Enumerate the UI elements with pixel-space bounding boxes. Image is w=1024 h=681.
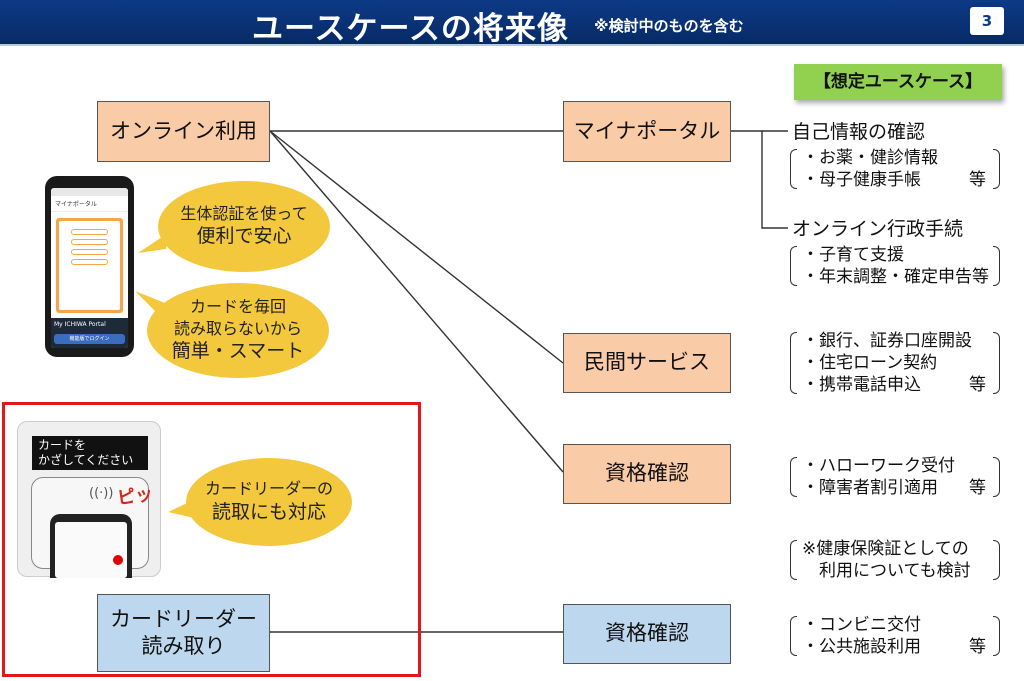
header-bar: ユースケースの将来像 ※検討中のものを含む 3	[0, 0, 1024, 47]
list-item: ・銀行、証券口座開設	[802, 331, 972, 351]
reader-support-line2: 読取にも対応	[211, 500, 326, 523]
eligibility-box-reader: 資格確認	[563, 604, 731, 664]
mynaportal-box: マイナポータル	[563, 101, 731, 162]
list-item: ・子育て支援	[802, 244, 904, 265]
card-reader-label-line2: 読み取り	[141, 634, 226, 658]
phone-screen: マイナポータル My ICHIWA Portal 機能版でログイン	[51, 188, 128, 348]
online-use-box: オンライン利用	[97, 101, 270, 162]
phone-login-text: My ICHIWA Portal	[54, 321, 106, 328]
list-item: ・ハローワーク受付	[802, 456, 955, 476]
biometric-bubble: 生体認証を使って便利で安心	[138, 181, 330, 272]
no-card-bubble: カードを毎回読み取らないから簡単・スマート	[135, 283, 329, 378]
card-reader-illustration: カードを かざしてください ((·))	[17, 421, 161, 578]
list-item: ・年末調整・確定申告等	[802, 266, 989, 287]
list-item: ・携帯電話申込等	[802, 375, 986, 396]
reader-uses-list: ・コンビニ交付 ・公共施設利用等	[790, 614, 1000, 658]
phone-app-title: マイナポータル	[51, 196, 128, 212]
card-reader-highlight-frame	[2, 402, 421, 677]
biometric-line1: 生体認証を使って	[180, 203, 308, 223]
phone-login-panel: My ICHIWA Portal 機能版でログイン	[51, 318, 128, 348]
line-online-private	[269, 130, 564, 364]
biometric-line2: 便利で安心	[196, 225, 292, 248]
list-item: ・公共施設利用等	[802, 637, 986, 658]
page-title: ユースケースの将来像	[252, 11, 569, 47]
private-list: ・銀行、証券口座開設 ・住宅ローン契約 ・携帯電話申込等	[790, 330, 1000, 396]
no-card-line3: 簡単・スマート	[171, 340, 305, 363]
reader-display: カードを かざしてください	[32, 436, 148, 470]
mynumber-card-image	[55, 522, 127, 578]
mynaportal-label: マイナポータル	[573, 118, 721, 143]
card-reader-label-line1: カードリーダー	[110, 606, 257, 631]
reader-support-line1: カードリーダーの	[204, 479, 333, 499]
list-item: ※健康保険証としての	[802, 539, 969, 559]
eligibility-group: ・ハローワーク受付 ・障害者割引適用等	[790, 455, 1000, 499]
private-services-box: 民間サービス	[563, 333, 731, 393]
insurance-note-group: ※健康保険証としての 利用についても検討	[790, 538, 1000, 582]
admin-list: ・子育て支援 ・年末調整・確定申告等	[790, 244, 1000, 288]
self-info-list: ・お薬・健診情報 ・母子健康手帳等	[790, 147, 1000, 191]
insurance-note-list: ※健康保険証としての 利用についても検討	[790, 538, 1000, 582]
list-item: ・お薬・健診情報	[802, 147, 938, 168]
list-item: ・障害者割引適用等	[802, 478, 986, 499]
private-group: ・銀行、証券口座開設 ・住宅ローン契約 ・携帯電話申込等	[790, 330, 1000, 396]
admin-group: オンライン行政手続 ・子育て支援 ・年末調整・確定申告等	[790, 217, 1000, 288]
eligibility-box-online: 資格確認	[563, 444, 731, 504]
eligibility-list: ・ハローワーク受付 ・障害者割引適用等	[790, 455, 1000, 499]
line-online-eligibility	[269, 130, 564, 473]
list-item: ・住宅ローン契約	[802, 353, 938, 374]
private-services-label: 民間サービス	[584, 350, 710, 375]
eligibility-label-online: 資格確認	[605, 461, 689, 486]
smartphone-illustration: マイナポータル My ICHIWA Portal 機能版でログイン	[45, 176, 134, 357]
self-info-heading: 自己情報の確認	[792, 121, 926, 143]
legend-badge: 【想定ユースケース】	[794, 64, 1002, 100]
no-card-line2: 読み取らないから	[173, 318, 302, 338]
list-item: 利用についても検討	[802, 561, 971, 582]
card-reader-box: カードリーダー 読み取り	[97, 594, 270, 672]
contactless-icon: ((·))	[89, 486, 114, 501]
admin-heading: オンライン行政手続	[792, 218, 964, 240]
page-number: 3	[970, 7, 1004, 35]
reader-support-bubble: カードリーダーの読取にも対応	[168, 458, 352, 546]
list-item: ・コンビニ交付	[802, 615, 921, 635]
phone-on-reader	[50, 514, 132, 578]
reader-uses-group: ・コンビニ交付 ・公共施設利用等	[790, 614, 1000, 658]
self-info-group: 自己情報の確認 ・お薬・健診情報 ・母子健康手帳等	[790, 120, 1000, 191]
line-mynaportal-branch	[731, 130, 788, 229]
page-subtitle: ※検討中のものを含む	[594, 17, 744, 35]
list-item: ・母子健康手帳等	[802, 169, 986, 190]
no-card-line1: カードを毎回	[189, 297, 286, 317]
eligibility-label-reader: 資格確認	[605, 621, 689, 646]
phone-login-button: 機能版でログイン	[54, 334, 125, 344]
online-use-label: オンライン利用	[110, 118, 257, 143]
